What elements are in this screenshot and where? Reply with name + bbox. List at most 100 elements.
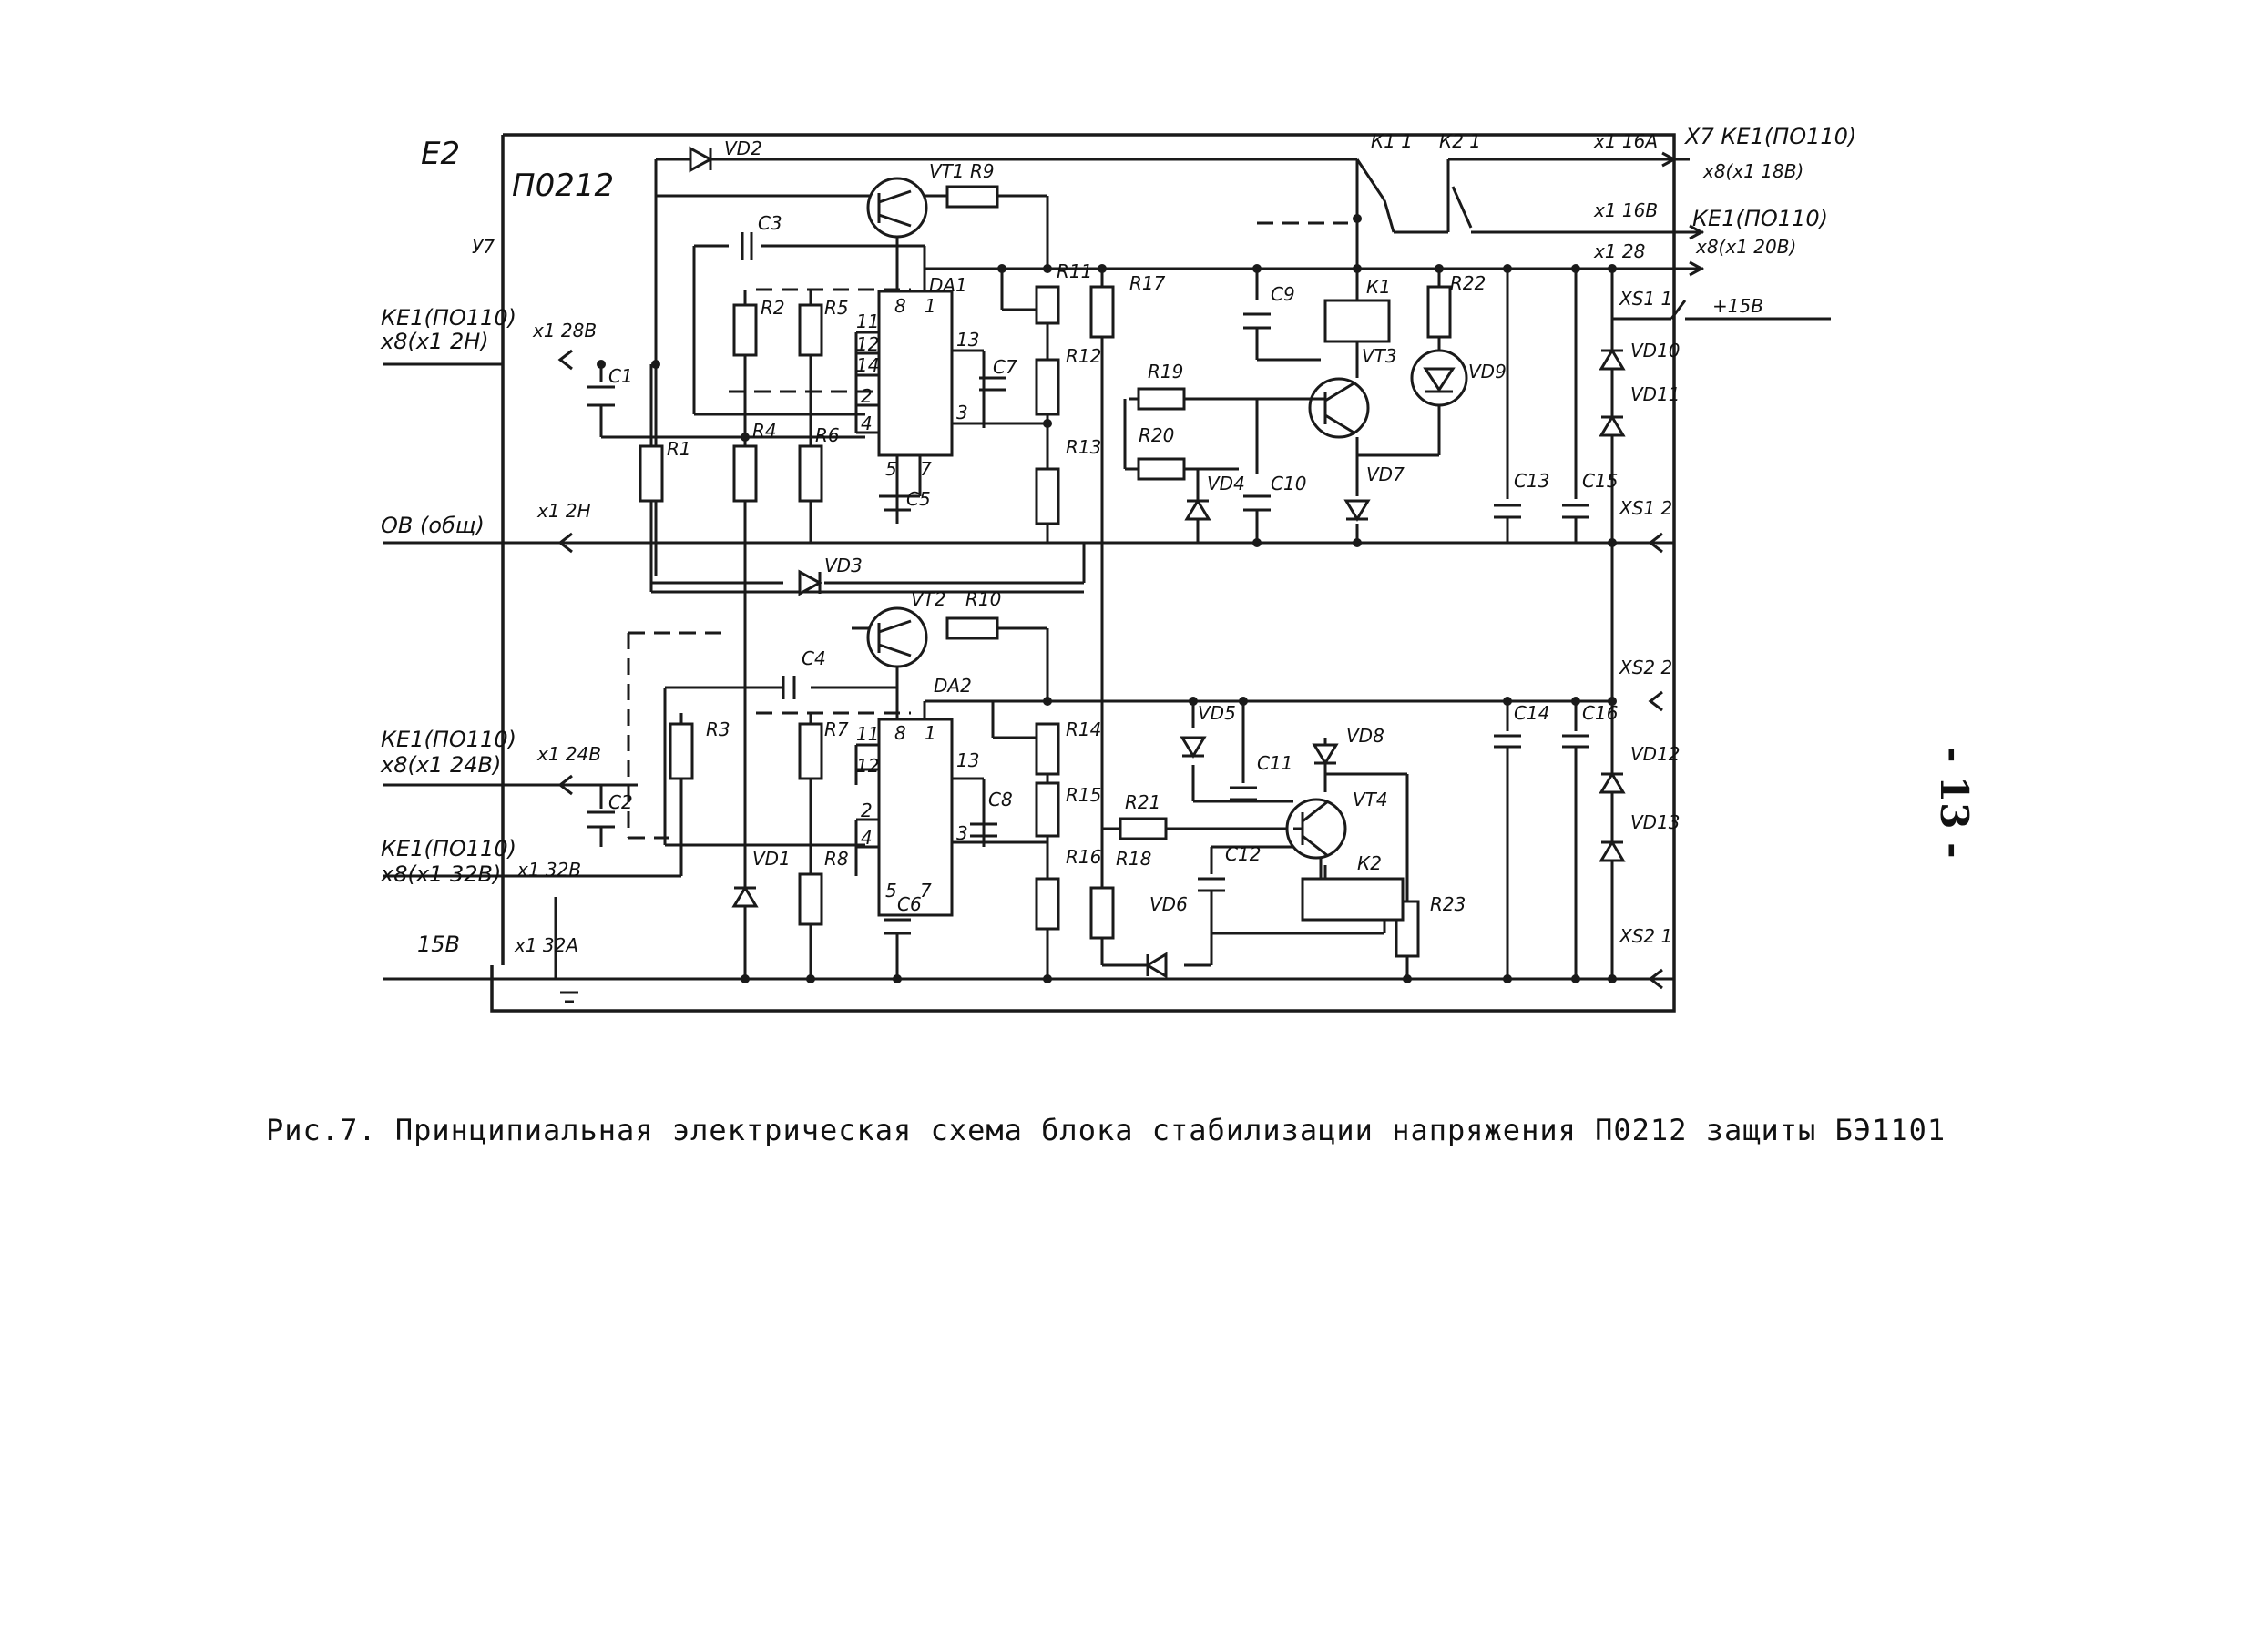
zener-VD10 [1599, 348, 1626, 371]
label-C16: С16 [1582, 702, 1618, 724]
diode-VD4 [1184, 498, 1211, 521]
label-C7: С7 [993, 356, 1017, 378]
zener-VD13 [1599, 840, 1626, 862]
port-labels: КЕ1(ПО110) х8(х1 2Н) х1 28В ОВ (общ) х1 … [380, 124, 1856, 957]
da2-pin: 2 [861, 800, 873, 821]
label-VD6: VD6 [1149, 893, 1188, 915]
label-K21: К2 1 [1439, 130, 1481, 152]
resistor-R8 [798, 872, 823, 926]
resistor-R13 [1035, 467, 1060, 525]
resistor-R11 [1035, 285, 1060, 325]
port-xs11: ХS1 1 [1619, 288, 1672, 310]
label-C3: С3 [758, 212, 782, 234]
ic-pin-labels: 8 1 11 12 14 2 4 13 3 5 7 8 1 11 12 13 2… [856, 295, 979, 901]
label-R1: R1 [667, 438, 691, 460]
label-R20: R20 [1139, 424, 1174, 446]
port-xs21: ХS2 1 [1619, 925, 1672, 947]
label-C5: С5 [906, 488, 931, 510]
label-VD1: VD1 [752, 848, 791, 870]
zener-VD1 [731, 885, 759, 908]
junction-dots [597, 214, 1617, 983]
label-C12: С12 [1225, 843, 1261, 865]
label-C11: С11 [1257, 752, 1292, 774]
label-R17: R17 [1129, 272, 1166, 294]
label-DA2: DA2 [934, 675, 972, 697]
label-R11: R11 [1057, 260, 1092, 282]
label-K11: К1 1 [1371, 130, 1413, 152]
port-out1-left: х1 16А [1593, 130, 1658, 152]
diode-VD6 [1145, 952, 1168, 979]
label-R3: R3 [706, 718, 730, 740]
label-R14: R14 [1066, 718, 1101, 740]
port-in-low-1: КЕ1(ПО110) [381, 836, 516, 861]
resistor-R18 [1089, 886, 1115, 940]
label-K1: К1 [1366, 276, 1391, 298]
ic-DA2 [877, 718, 954, 917]
port-in-top-2: х8(х1 2Н) [380, 329, 489, 354]
resistor-R2 [732, 303, 758, 357]
label-R10: R10 [965, 588, 1001, 610]
label-R19: R19 [1148, 361, 1183, 382]
label-C15: С15 [1582, 470, 1618, 492]
zener-VD5 [1180, 736, 1207, 759]
resistor-R19 [1137, 387, 1186, 411]
label-R6: R6 [815, 424, 840, 446]
label-C9: С9 [1271, 283, 1295, 305]
da1-pin: 5 [885, 458, 897, 480]
page-number: - 13 - [1932, 747, 1977, 859]
label-R9: R9 [970, 160, 995, 182]
resistor-R15 [1035, 781, 1060, 838]
da2-pin: 8 [894, 722, 906, 744]
da1-pin: 2 [861, 385, 873, 407]
label-R23: R23 [1430, 893, 1466, 915]
label-VD4: VD4 [1207, 473, 1245, 494]
port-x1-28v: х1 28В [532, 320, 597, 341]
label-VD12: VD12 [1630, 743, 1681, 765]
da1-pin: 1 [925, 295, 936, 317]
port-x1-32v: х1 32В [516, 859, 581, 881]
port-in-mid-2: х8(х1 24В) [380, 752, 501, 778]
plug-label: У7 [472, 236, 495, 258]
components [639, 146, 1626, 979]
port-out2-right2: х8(х1 20В) [1695, 236, 1796, 258]
da2-pin: 5 [885, 880, 897, 901]
label-R16: R16 [1066, 846, 1101, 868]
da1-pin: 7 [920, 458, 932, 480]
label-R8: R8 [824, 848, 849, 870]
port-xs12: ХS1 2 [1619, 497, 1672, 519]
port-x1-32a: х1 32А [514, 934, 578, 956]
label-K2: К2 [1357, 852, 1382, 874]
da2-pin: 4 [861, 827, 873, 849]
top-stabilizer [383, 158, 1831, 979]
label-R4: R4 [752, 420, 777, 442]
label-R5: R5 [824, 297, 849, 319]
transistor-VT1 [866, 177, 928, 239]
label-VD13: VD13 [1630, 811, 1681, 833]
resistor-R16 [1035, 877, 1060, 931]
port-out3-right: +15В [1712, 295, 1763, 317]
label-C13: С13 [1514, 470, 1549, 492]
label-R7: R7 [824, 718, 849, 740]
label-C2: С2 [608, 791, 633, 813]
label-C6: С6 [897, 893, 922, 915]
transistor-VT3 [1308, 377, 1370, 439]
label-VT3: VT3 [1362, 345, 1397, 367]
port-out1-right1: Х7 КЕ1(ПО110) [1683, 124, 1856, 149]
label-R22: R22 [1450, 272, 1486, 294]
port-out2-right1: КЕ1(ПО110) [1692, 206, 1828, 231]
port-out3-left: х1 28 [1593, 240, 1645, 262]
resistor-R4 [732, 444, 758, 503]
label-VT1: VT1 [929, 160, 965, 182]
resistor-R5 [798, 303, 823, 357]
da1-pin: 12 [856, 333, 879, 355]
label-C8: С8 [988, 789, 1013, 810]
resistor-R20 [1137, 457, 1186, 481]
relay-K1 [1323, 299, 1391, 343]
resistor-R22 [1426, 285, 1452, 339]
resistor-R10 [945, 616, 999, 640]
block-frame [490, 133, 1676, 1013]
label-VD11: VD11 [1630, 383, 1681, 405]
resistor-R21 [1119, 817, 1168, 840]
port-15v: 15В [417, 932, 460, 957]
block-name: П0212 [512, 168, 614, 204]
